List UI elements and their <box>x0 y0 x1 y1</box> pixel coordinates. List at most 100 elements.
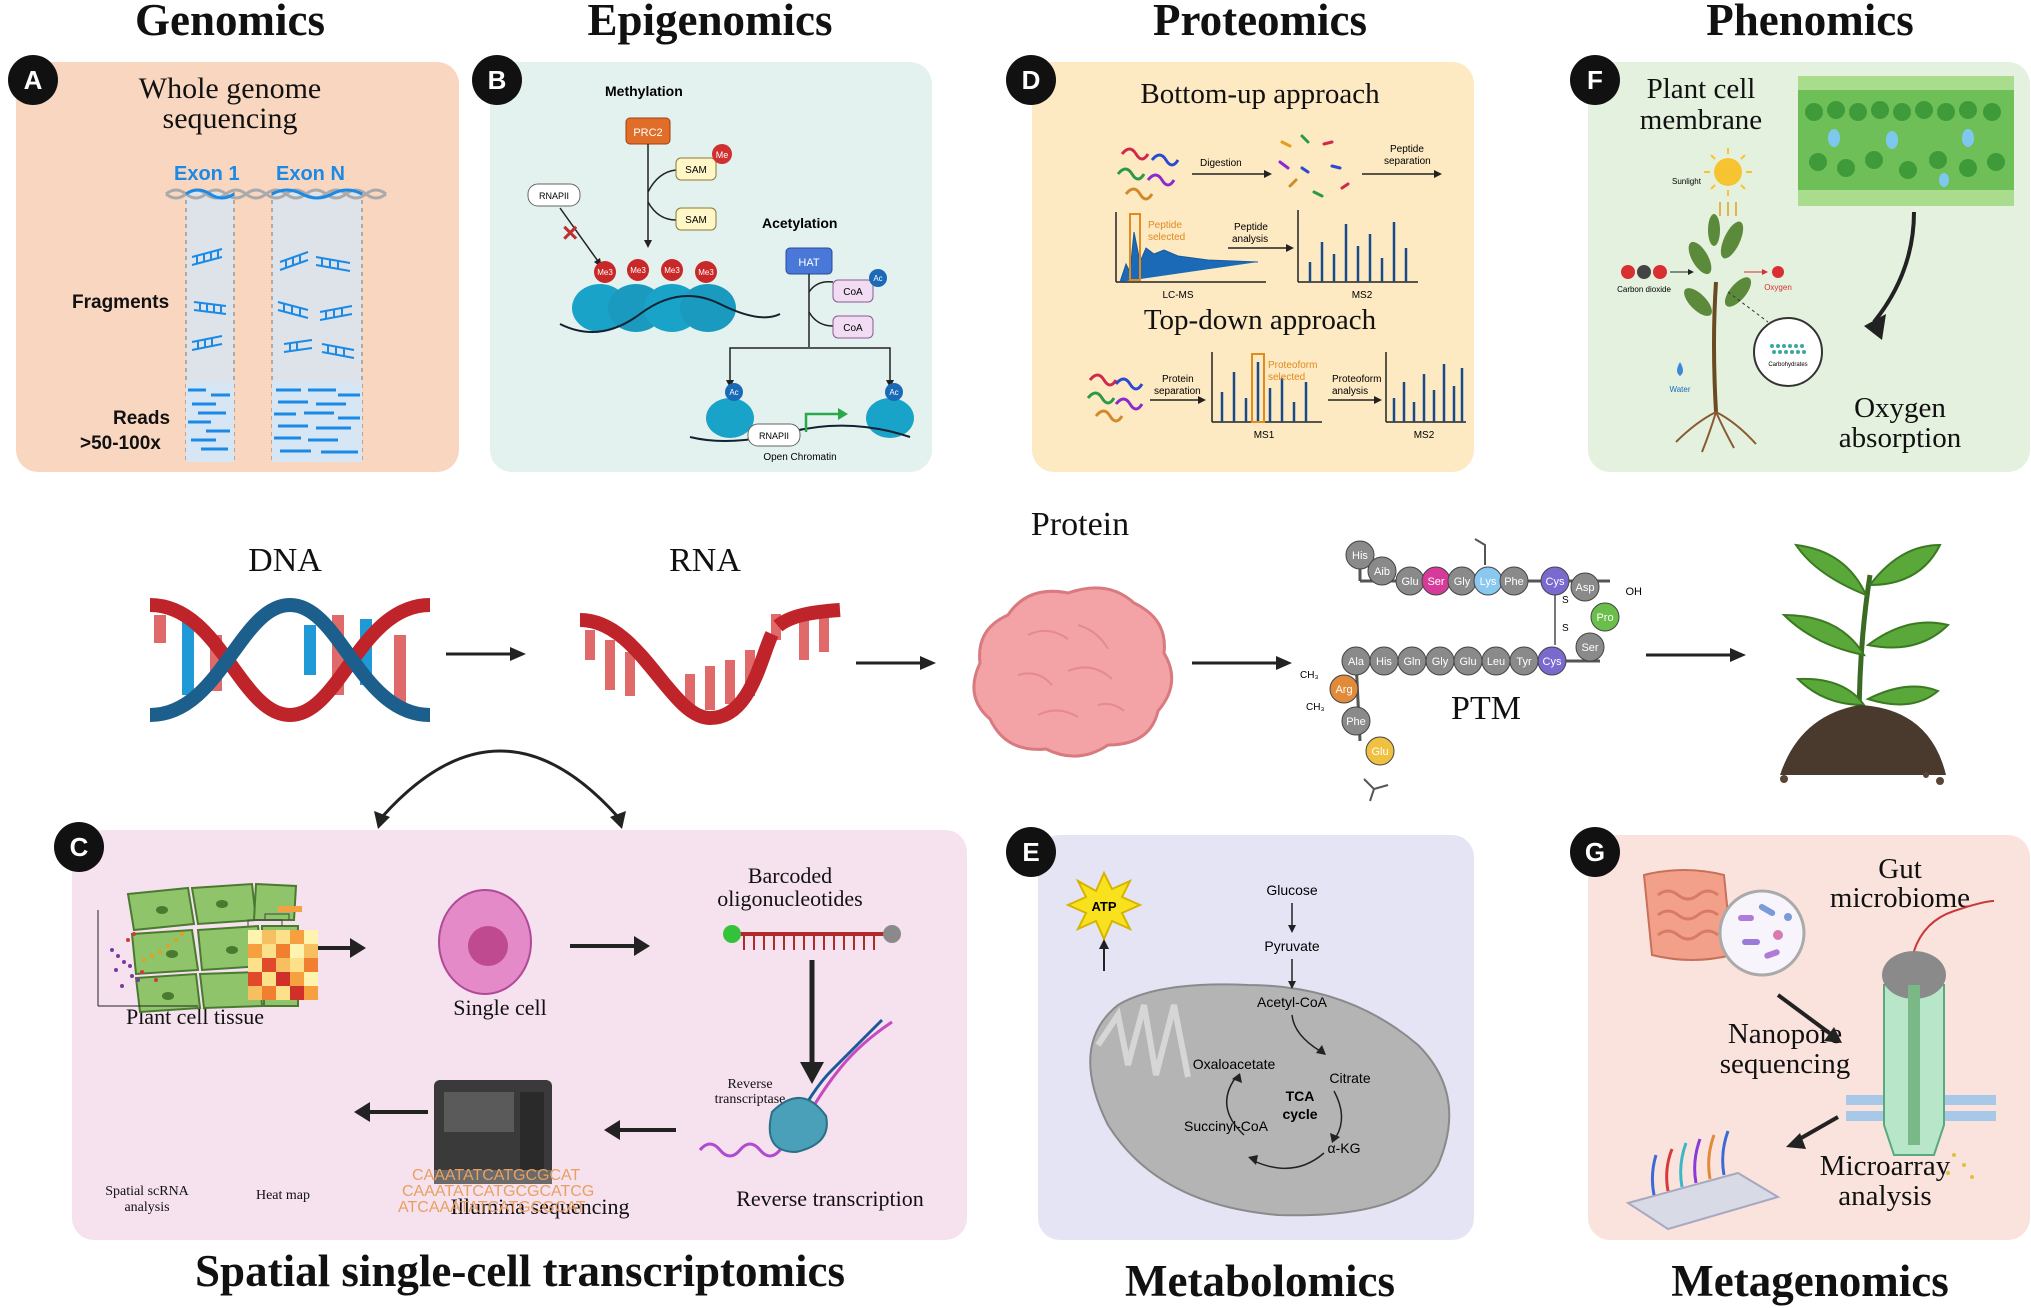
badge-d: D <box>1006 55 1056 105</box>
label-peptide-sep-1: Peptide <box>1390 144 1424 155</box>
label-digestion: Digestion <box>1200 158 1242 169</box>
label-exon-n: Exon N <box>276 163 345 185</box>
badge-a: A <box>8 55 58 105</box>
amino-bottom-2-label: Gln <box>1403 656 1420 668</box>
label-acetylation: Acetylation <box>762 215 837 231</box>
panel-genomics <box>16 62 459 472</box>
label-plant-cell-membrane-2: membrane <box>1639 104 1763 136</box>
amino-bottom-4-label: Glu <box>1459 656 1476 668</box>
protein-blob <box>972 586 1174 758</box>
amino-top-1-label: Aib <box>1374 566 1390 578</box>
label-dna: DNA <box>248 542 322 579</box>
amino-top-9-label: Pro <box>1596 612 1613 624</box>
badge-c: C <box>54 822 104 872</box>
label-carbohydrates: Carbohydrates <box>1768 362 1807 368</box>
label-proteoform-selected-1: Proteoform <box>1268 360 1317 371</box>
label-microarray-2: analysis <box>1838 1180 1932 1212</box>
transcriptomics-illustration: CAAATATCATGCGCAT CAAATATCATGCGCATCG ATCA… <box>97 882 901 1216</box>
label-glucose: Glucose <box>1266 882 1318 898</box>
label-rnapii-2: RNAPII <box>759 431 789 441</box>
label-water: Water <box>1669 385 1690 394</box>
label-oxygen-absorption-2: absorption <box>1838 422 1962 454</box>
heading-genomics: Genomics <box>135 0 325 45</box>
label-peptide-analysis-2: analysis <box>1232 234 1268 245</box>
amino-top-4-label: Gly <box>1454 576 1471 588</box>
panelA-title-line1: Whole genome <box>138 72 322 105</box>
heading-metabolomics: Metabolomics <box>1125 1256 1395 1306</box>
arrow-ptm-plant <box>1646 648 1746 662</box>
label-prc2: PRC2 <box>633 127 662 139</box>
label-oxaloacetate: Oxaloacetate <box>1193 1056 1276 1072</box>
amino-bottom-8-bead <box>1575 632 1605 662</box>
label-barcoded-2: oligonucleotides <box>717 886 863 911</box>
label-peptide-sep-2: separation <box>1384 156 1431 167</box>
plant-seedling <box>1780 543 1950 785</box>
badge-e: E <box>1006 827 1056 877</box>
amino-tail-0-label: Arg <box>1335 684 1352 696</box>
label-cycle: cycle <box>1282 1106 1317 1122</box>
label-lcms: LC-MS <box>1162 290 1193 301</box>
amino-tail-2-bead <box>1365 736 1395 766</box>
label-exon-1: Exon 1 <box>174 163 240 185</box>
amino-bottom-6-label: Tyr <box>1516 656 1532 668</box>
me3-1: Me3 <box>597 268 613 277</box>
amino-bottom-7-bead <box>1537 646 1567 676</box>
arrow-protein-ptm <box>1192 656 1292 670</box>
label-plant-cell-membrane-1: Plant cell <box>1646 73 1756 105</box>
label-atp: ATP <box>1091 899 1116 914</box>
label-peptide-selected-1: Peptide <box>1148 220 1182 231</box>
label-scrna-2: analysis <box>124 1200 170 1215</box>
arrow-dna-rna-to-transcriptomics <box>374 749 626 829</box>
amino-bottom-5-label: Leu <box>1487 656 1505 668</box>
label-reverse-transcriptase-2: transcriptase <box>714 1092 786 1107</box>
label-proteoform-selected-2: selected <box>1268 372 1305 383</box>
label-coa-1: CoA <box>843 287 863 298</box>
amino-top-6-label: Phe <box>1504 576 1524 588</box>
label-proteoform-an-2: analysis <box>1332 386 1368 397</box>
badge-f: F <box>1570 55 1620 105</box>
amino-top-6-bead <box>1499 566 1529 596</box>
me3-4: Me3 <box>698 268 714 277</box>
label-protein-sep-1: Protein <box>1162 374 1194 385</box>
amino-tail-0-bead <box>1329 674 1359 704</box>
label-top-down: Top-down approach <box>1143 304 1377 336</box>
label-reads-coverage: >50-100x <box>80 433 161 454</box>
phenomics-illustration: Sunlight Carbon dioxide Oxygen Carbohydr… <box>1617 76 2014 453</box>
amino-bottom-1-label: His <box>1376 656 1392 668</box>
label-ac-right: Ac <box>889 388 898 397</box>
amino-top-7-bead <box>1540 566 1570 596</box>
label-scrna-1: Spatial scRNA <box>105 1184 189 1199</box>
label-oxygen-absorption-1: Oxygen <box>1854 392 1946 424</box>
label-ptm: PTM <box>1451 690 1521 727</box>
metabolomics-illustration: ATP Glucose Pyruvate Acetyl-CoA Oxaloace… <box>1065 870 1451 1217</box>
amino-top-0-label: His <box>1352 550 1368 562</box>
amino-bottom-7-label: Cys <box>1543 656 1562 668</box>
amino-top-1-bead <box>1367 556 1397 586</box>
label-single-cell: Single cell <box>453 995 547 1020</box>
seq-text-3: ATCAAATATCATGCGCAT <box>398 1199 586 1216</box>
epigenomics-illustration: Methylation PRC2 SAM Me SAM RNAPII × Me3… <box>527 83 914 463</box>
label-s-bottom: S <box>1562 623 1569 634</box>
label-rna: RNA <box>669 542 741 579</box>
label-heat-map: Heat map <box>255 1188 311 1203</box>
proteomics-illustration: Digestion Peptide separation Peptide sel… <box>1086 134 1466 441</box>
amino-top-2-label: Glu <box>1401 576 1418 588</box>
badge-g: G <box>1570 827 1620 877</box>
label-akg: α-KG <box>1328 1140 1361 1156</box>
amino-tail-1-label: Phe <box>1346 716 1366 728</box>
amino-tail-1-bead <box>1341 706 1371 736</box>
label-bottom-up: Bottom-up approach <box>1140 78 1380 110</box>
label-pyruvate: Pyruvate <box>1264 938 1319 954</box>
arrow-dna-rna <box>446 647 526 661</box>
seq-text-1: CAAATATCATGCGCAT <box>412 1167 581 1184</box>
amino-bottom-3-label: Gly <box>1432 656 1449 668</box>
label-gut-2: microbiome <box>1829 882 1971 914</box>
label-proteoform-an-1: Proteoform <box>1332 374 1381 385</box>
heading-spatial-transcriptomics: Spatial single-cell transcriptomics <box>195 1246 845 1296</box>
label-ch3-bottom: CH₃ <box>1306 702 1325 713</box>
label-ms2-bottom: MS2 <box>1414 430 1435 441</box>
